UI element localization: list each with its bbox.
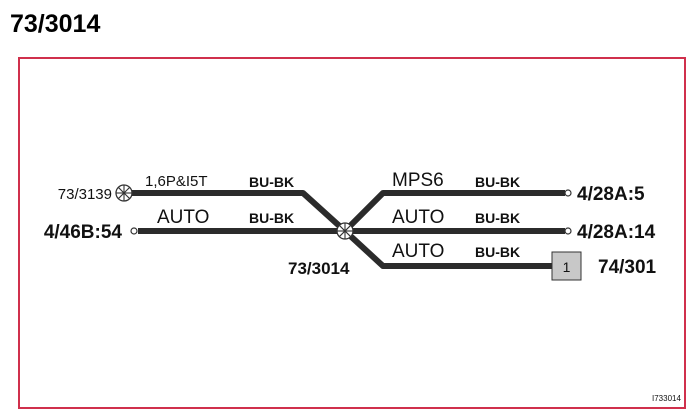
terminal-icon bbox=[564, 227, 572, 235]
ground-symbol-icon bbox=[115, 184, 133, 202]
color-code-left-bottom: BU-BK bbox=[249, 210, 294, 226]
diagram-frame bbox=[18, 57, 686, 409]
terminal-icon bbox=[130, 227, 138, 235]
drawing-reference: I733014 bbox=[652, 394, 681, 403]
splice-label: 73/3014 bbox=[288, 259, 350, 278]
function-right-top: MPS6 bbox=[392, 170, 444, 191]
function-right-bottom: AUTO bbox=[392, 241, 444, 262]
color-code-right-top: BU-BK bbox=[475, 174, 520, 190]
function-left-top: 1,6P&I5T bbox=[145, 173, 208, 190]
splice-icon bbox=[336, 222, 354, 240]
connector-box bbox=[551, 251, 582, 281]
color-code-right-bottom: BU-BK bbox=[475, 244, 520, 260]
wire-right-top bbox=[342, 190, 565, 234]
color-code-right-middle: BU-BK bbox=[475, 210, 520, 226]
function-left-bottom: AUTO bbox=[157, 207, 209, 228]
endpoint-right-bottom: 74/301 bbox=[598, 257, 657, 278]
terminal-icon bbox=[564, 189, 572, 197]
endpoint-right-middle: 4/28A:14 bbox=[577, 222, 656, 243]
wire-left-top bbox=[131, 190, 348, 234]
function-right-middle: AUTO bbox=[392, 207, 444, 228]
endpoint-left-bottom: 4/46B:54 bbox=[44, 222, 123, 243]
endpoint-right-top: 4/28A:5 bbox=[577, 184, 645, 205]
endpoint-left-top: 73/3139 bbox=[58, 186, 112, 203]
color-code-left-top: BU-BK bbox=[249, 174, 294, 190]
page-title: 73/3014 bbox=[10, 10, 101, 38]
wire-right-bottom bbox=[342, 228, 552, 269]
connector-box-label: 1 bbox=[563, 259, 571, 275]
